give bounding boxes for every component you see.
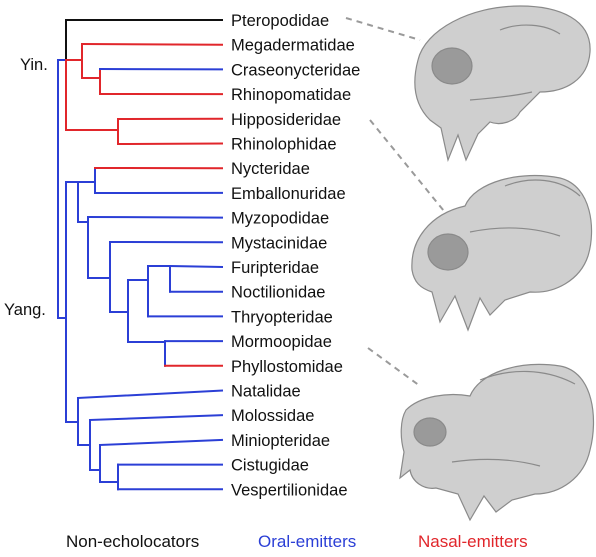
clade-label-yang: Yang.: [4, 301, 46, 319]
taxon-label-natalidae: Natalidae: [231, 383, 301, 401]
taxon-label-miniopteridae: Miniopteridae: [231, 432, 330, 450]
taxon-label-megadermatidae: Megadermatidae: [231, 37, 355, 55]
branch-segment: [116, 142, 224, 146]
taxon-labels: PteropodidaeMegadermatidaeCraseonycterid…: [231, 12, 360, 499]
taxon-label-pteropodidae: Pteropodidae: [231, 12, 329, 30]
skull-leader-line: [345, 17, 421, 41]
taxon-label-rhinolophidae: Rhinolophidae: [231, 136, 337, 154]
legend-non-echolocators: Non-echolocators: [66, 532, 200, 551]
taxon-label-rhinopomatidae: Rhinopomatidae: [231, 86, 351, 104]
taxon-label-craseonycteridae: Craseonycteridae: [231, 61, 360, 79]
clade-label-yin: Yin.: [20, 56, 48, 74]
tree-branches: [57, 19, 224, 491]
branch-segment: [80, 42, 224, 46]
mormoopid-skull-icon: [399, 363, 595, 522]
taxon-label-thryopteridae: Thryopteridae: [231, 308, 333, 326]
legend-nasal-emitters: Nasal-emitters: [418, 532, 528, 551]
taxon-label-emballonuridae: Emballonuridae: [231, 185, 346, 203]
taxon-label-hipposideridae: Hipposideridae: [231, 111, 341, 129]
taxon-label-cistugidae: Cistugidae: [231, 457, 309, 475]
taxon-label-vespertilionidae: Vespertilionidae: [231, 481, 348, 499]
taxon-label-mormoopidae: Mormoopidae: [231, 333, 332, 351]
taxon-label-myzopodidae: Myzopodidae: [231, 210, 329, 228]
skull-leader-line: [369, 119, 449, 217]
branch-segment: [76, 389, 224, 400]
branch-segment: [98, 438, 224, 447]
branch-segment: [86, 215, 224, 219]
taxon-label-molossidae: Molossidae: [231, 407, 314, 425]
hipposiderid-skull-icon: [411, 174, 593, 332]
branch-segment: [88, 414, 224, 422]
pteropodid-skull-icon: [414, 5, 591, 163]
taxon-label-noctilionidae: Noctilionidae: [231, 284, 325, 302]
branch-segment: [168, 264, 224, 269]
skull-leader-lines: [345, 17, 449, 387]
legend-oral-emitters: Oral-emitters: [258, 532, 357, 551]
taxon-label-phyllostomidae: Phyllostomidae: [231, 358, 343, 376]
taxon-label-mystacinidae: Mystacinidae: [231, 234, 327, 252]
taxon-label-nycteridae: Nycteridae: [231, 160, 310, 178]
skull-leader-line: [367, 347, 421, 387]
taxon-label-furipteridae: Furipteridae: [231, 259, 319, 277]
